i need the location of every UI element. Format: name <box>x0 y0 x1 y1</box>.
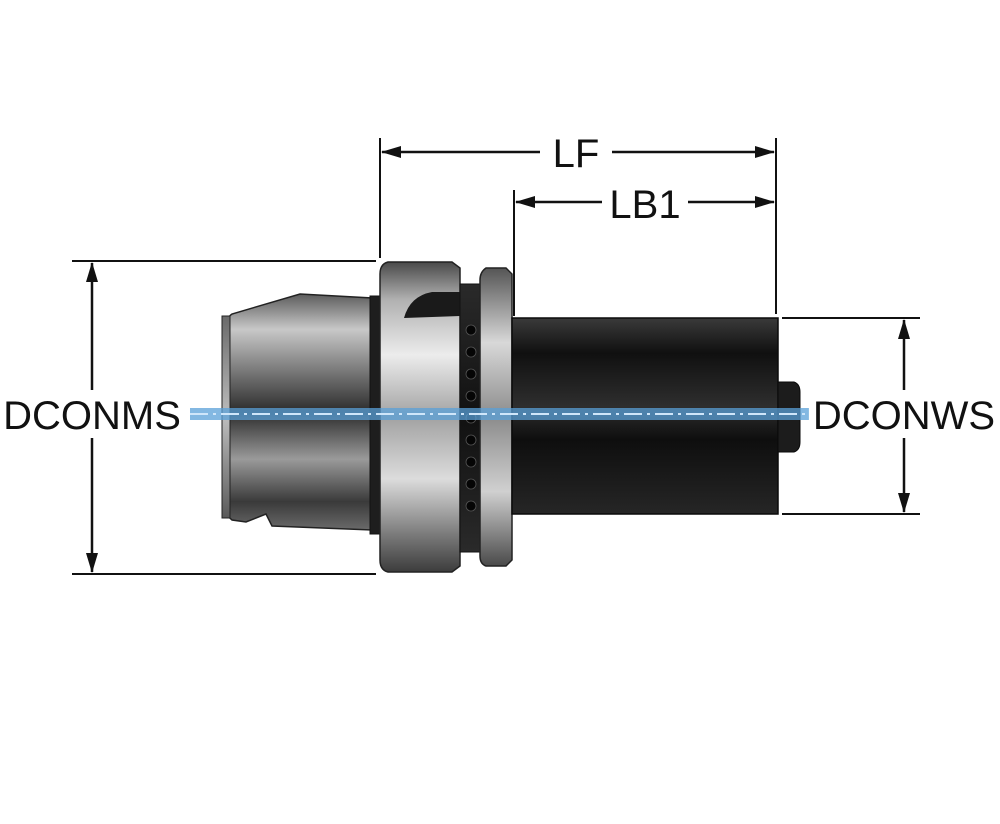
lb1-label: LB1 <box>609 183 680 227</box>
lf-label: LF <box>553 132 600 176</box>
label-backdrop <box>808 394 1000 438</box>
dimension-dconms: DCONMS <box>0 260 376 575</box>
label-backdrop <box>605 183 685 227</box>
dconws-label: DCONWS <box>813 394 995 438</box>
center-axis <box>190 408 812 420</box>
coolant-holes <box>465 324 477 512</box>
dconms-label: DCONMS <box>3 394 181 438</box>
label-backdrop <box>548 132 604 176</box>
dimension-dconws: DCONWS <box>782 317 1000 515</box>
dimension-lb1: LB1 <box>513 183 775 316</box>
dimension-lf: LF <box>379 132 777 314</box>
flange-notch <box>404 292 460 318</box>
label-backdrop <box>0 394 185 438</box>
